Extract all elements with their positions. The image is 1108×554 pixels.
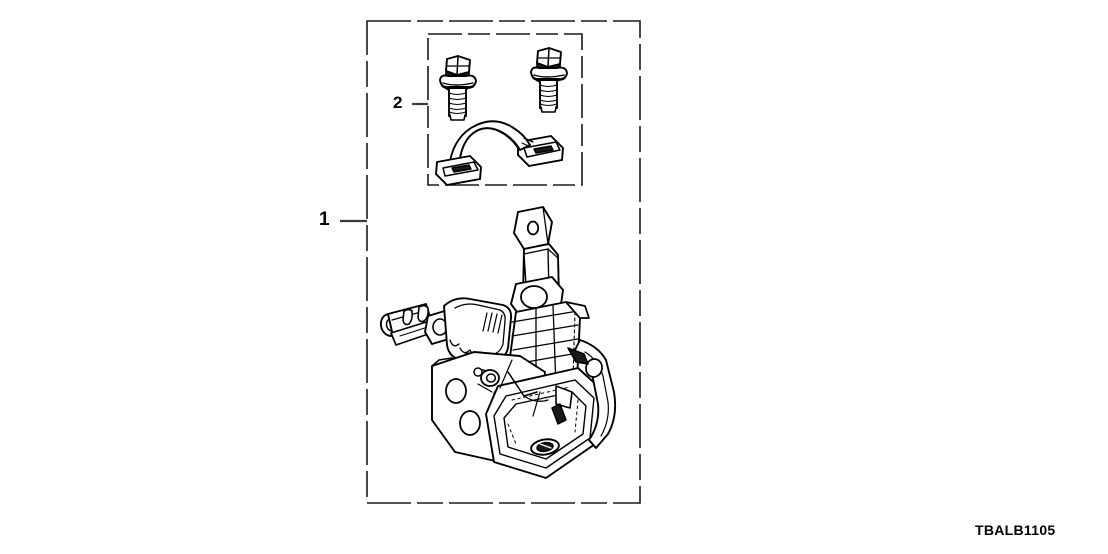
shear-bolt-left <box>439 55 477 121</box>
upper-tab-hole <box>526 220 540 236</box>
lock-saddle-bracket <box>435 120 564 186</box>
shear-bolt-right <box>530 47 568 113</box>
callout-1-dashed-box <box>366 20 641 504</box>
callout-2-dashed-box <box>427 33 583 186</box>
housing-hole-lower <box>459 410 481 436</box>
callout-number-2: 2 <box>393 93 403 112</box>
callout-number-1: 1 <box>319 209 330 230</box>
diagram-code-label: TBALB1105 <box>975 522 1056 538</box>
ignition-lock-assembly <box>379 206 617 479</box>
housing-hole-upper <box>445 378 467 404</box>
column-boss <box>520 285 548 309</box>
